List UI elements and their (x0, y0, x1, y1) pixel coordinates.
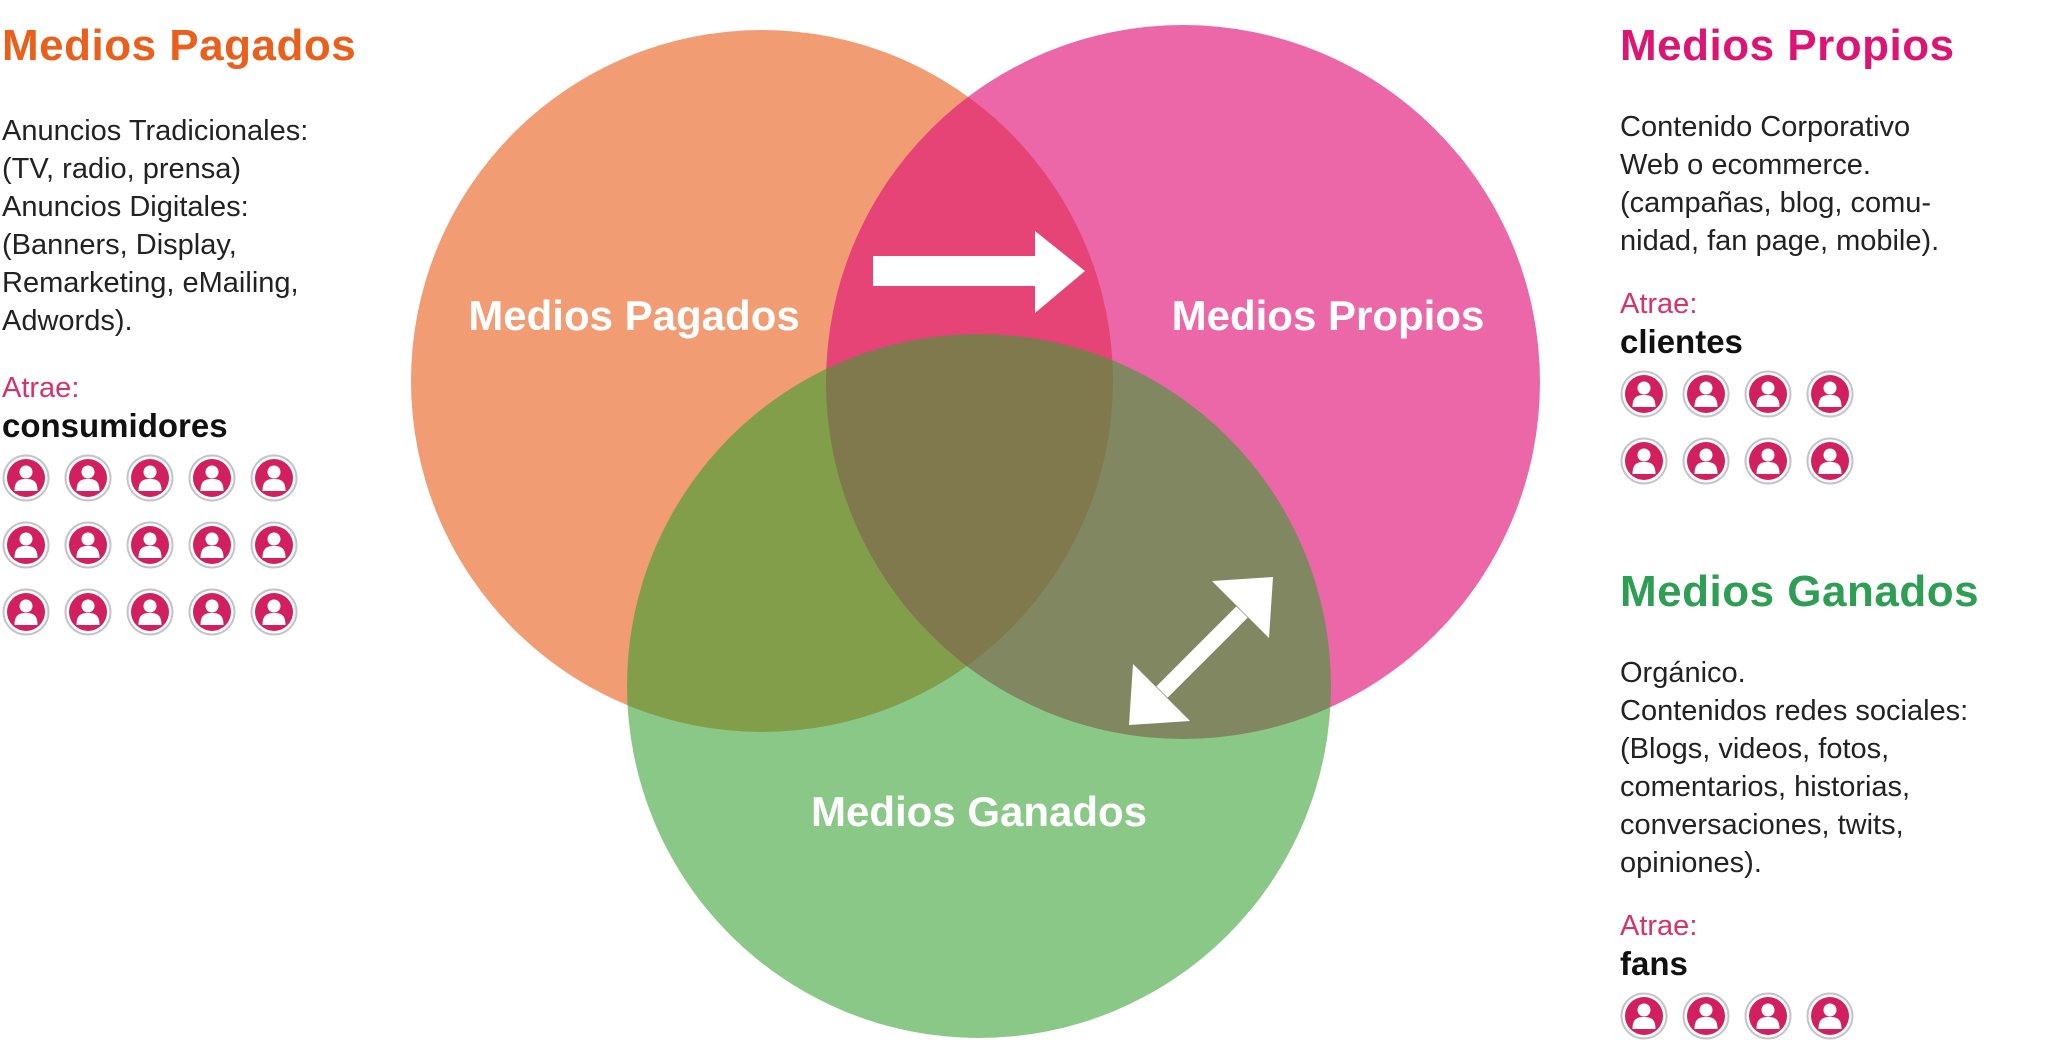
person-icon (2, 454, 50, 507)
person-icon (1682, 992, 1730, 1045)
description-line: conversaciones, twits, (1620, 809, 1904, 841)
description-line: (TV, radio, prensa) (2, 153, 242, 185)
person-icon (188, 521, 236, 574)
venn-label-propios: Medios Propios (1172, 292, 1485, 339)
description-line: Remarketing, eMailing, (2, 267, 299, 299)
person-icon (188, 454, 236, 507)
description-line: (Blogs, videos, fotos, (1620, 733, 1890, 765)
person-icon (1806, 992, 1854, 1045)
person-icon (64, 588, 112, 641)
venn-label-pagados: Medios Pagados (468, 292, 799, 339)
panel-title-propios: Medios Propios (1620, 21, 1955, 70)
attract-label-propios: Atrae: (1620, 288, 1698, 320)
person-icon (126, 588, 174, 641)
person-icon-grid (2, 454, 362, 641)
panel-medios-propios: Medios Propios Contenido Corporativo Web… (1620, 20, 2040, 490)
person-icon (1744, 370, 1792, 423)
description-line: comentarios, historias, (1620, 771, 1911, 803)
person-icon (2, 521, 50, 574)
person-icon (2, 588, 50, 641)
person-icon (250, 454, 298, 507)
person-icon (1806, 437, 1854, 490)
panel-title-ganados: Medios Ganados (1620, 567, 1980, 616)
panel-description-pagados: Anuncios Tradicionales: (TV, radio, pren… (2, 112, 362, 340)
attract-value-propios: clientes (1620, 323, 1743, 360)
description-line: Orgánico. (1620, 657, 1746, 689)
description-line: nidad, fan page, mobile). (1620, 225, 1940, 257)
description-line: (campañas, blog, comu- (1620, 187, 1932, 219)
attract-label-ganados: Atrae: (1620, 910, 1698, 942)
person-icon (250, 521, 298, 574)
panel-description-ganados: Orgánico. Contenidos redes sociales: (Bl… (1620, 654, 2040, 882)
description-line: Anuncios Digitales: (2, 191, 249, 223)
description-line: (Banners, Display, (2, 229, 237, 261)
panel-medios-ganados: Medios Ganados Orgánico. Contenidos rede… (1620, 566, 2040, 1045)
person-icon-grid (1620, 992, 2040, 1045)
person-icon (1744, 437, 1792, 490)
attract-value-pagados: consumidores (2, 407, 228, 444)
person-icon (126, 454, 174, 507)
person-icon (126, 521, 174, 574)
person-icon (1620, 437, 1668, 490)
person-icon (1620, 370, 1668, 423)
person-icon (188, 588, 236, 641)
arrow-right-icon (873, 231, 1085, 313)
description-line: Anuncios Tradicionales: (2, 115, 309, 147)
person-icon-grid (1620, 370, 2040, 490)
person-icon (1806, 370, 1854, 423)
circle-medios-ganados (627, 334, 1331, 1038)
person-icon (1682, 370, 1730, 423)
description-line: Contenido Corporativo (1620, 111, 1911, 143)
double-arrow-diagonal-icon (1129, 577, 1273, 725)
person-icon (1682, 437, 1730, 490)
venn-label-ganados: Medios Ganados (811, 788, 1147, 835)
person-icon (64, 521, 112, 574)
person-icon (64, 454, 112, 507)
description-line: opiniones). (1620, 847, 1762, 879)
person-icon (1744, 992, 1792, 1045)
panel-description-propios: Contenido Corporativo Web o ecommerce. (… (1620, 108, 2040, 260)
description-line: Adwords). (2, 305, 133, 337)
panel-title-pagados: Medios Pagados (2, 21, 357, 70)
person-icon (1620, 992, 1668, 1045)
person-icon (250, 588, 298, 641)
description-line: Web o ecommerce. (1620, 149, 1871, 181)
attract-value-ganados: fans (1620, 945, 1688, 982)
attract-label-pagados: Atrae: (2, 372, 80, 404)
description-line: Contenidos redes sociales: (1620, 695, 1969, 727)
panel-medios-pagados: Medios Pagados Anuncios Tradicionales: (… (2, 20, 362, 641)
